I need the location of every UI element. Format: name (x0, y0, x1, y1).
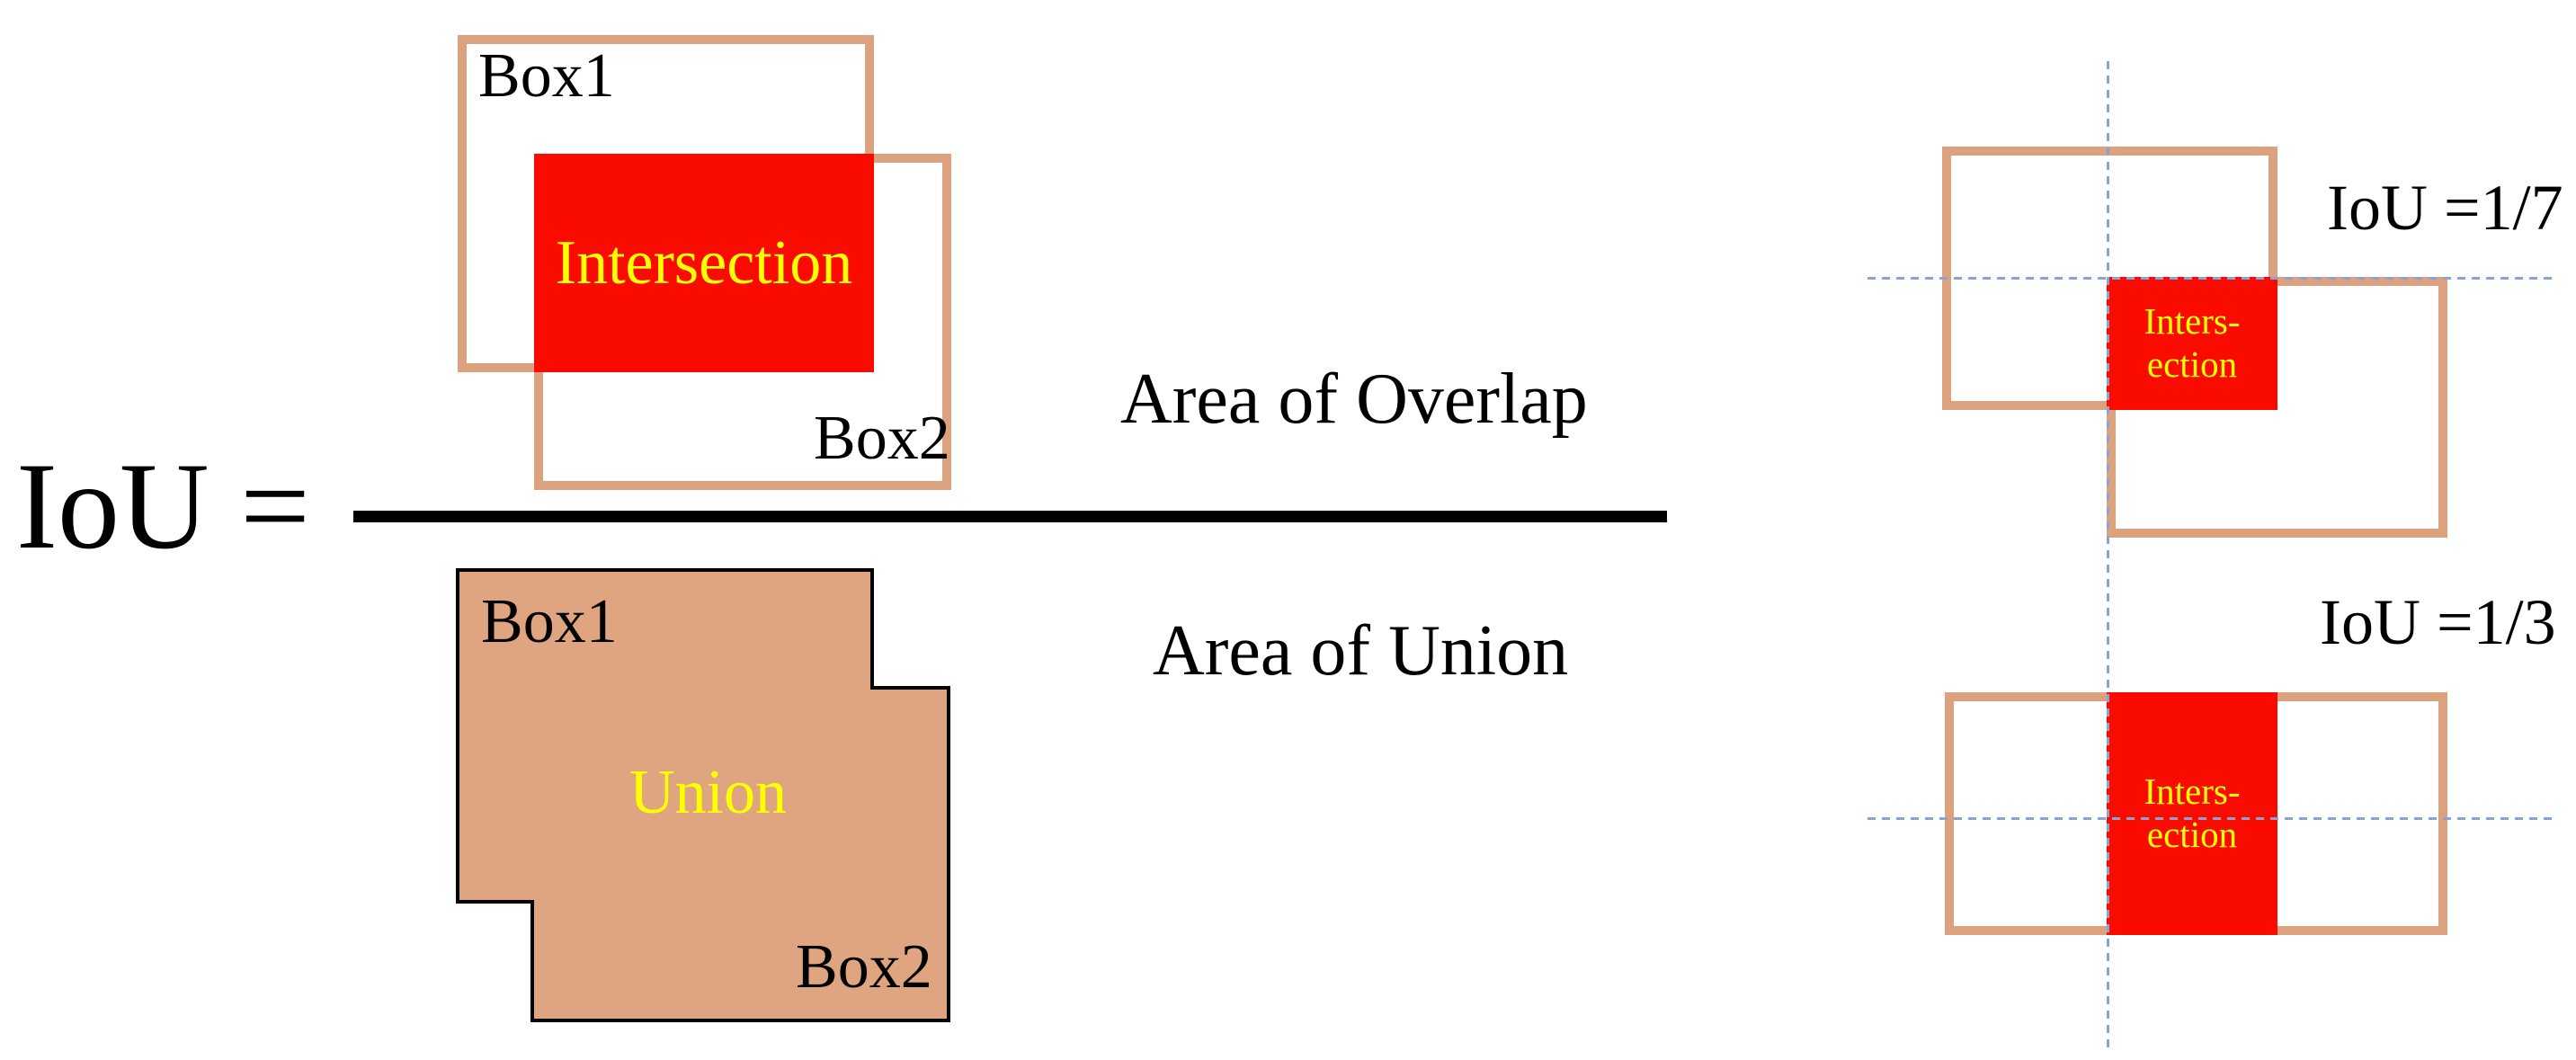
example2-intersection-label-line2: ection (2146, 814, 2238, 855)
intersection-label: Intersection (555, 227, 853, 298)
overlap-diagram-box1-label: Box1 (478, 41, 615, 111)
fraction-bar (353, 511, 1667, 522)
guide-line-horizontal-bottom (1867, 817, 2554, 820)
example1-intersection-label-line2: ection (2146, 343, 2238, 385)
overlap-diagram-intersection-rect: Intersection (534, 154, 874, 372)
guide-line-vertical (2107, 61, 2109, 1047)
area-of-union-caption: Area of Union (1153, 611, 1569, 690)
union-diagram-box1-label: Box1 (481, 587, 618, 656)
overlap-diagram-box2-label: Box2 (814, 404, 950, 473)
example1-iou-value: IoU =1/7 (2327, 172, 2563, 244)
union-shape (456, 568, 950, 1022)
example1-intersection-rect: Inters- ection (2107, 277, 2277, 410)
example1-intersection-label-line1: Inters- (2144, 300, 2241, 343)
example2-iou-value: IoU =1/3 (2320, 586, 2556, 658)
guide-line-horizontal-top (1867, 277, 2556, 280)
union-label: Union (629, 758, 787, 827)
area-of-overlap-caption: Area of Overlap (1120, 360, 1588, 439)
example2-intersection-label-line1: Inters- (2144, 771, 2241, 813)
iou-equation-lhs: IoU = (16, 437, 310, 575)
union-polygon (456, 568, 950, 1022)
union-diagram-box2-label: Box2 (796, 932, 932, 1002)
example2-intersection-rect: Inters- ection (2107, 692, 2277, 935)
